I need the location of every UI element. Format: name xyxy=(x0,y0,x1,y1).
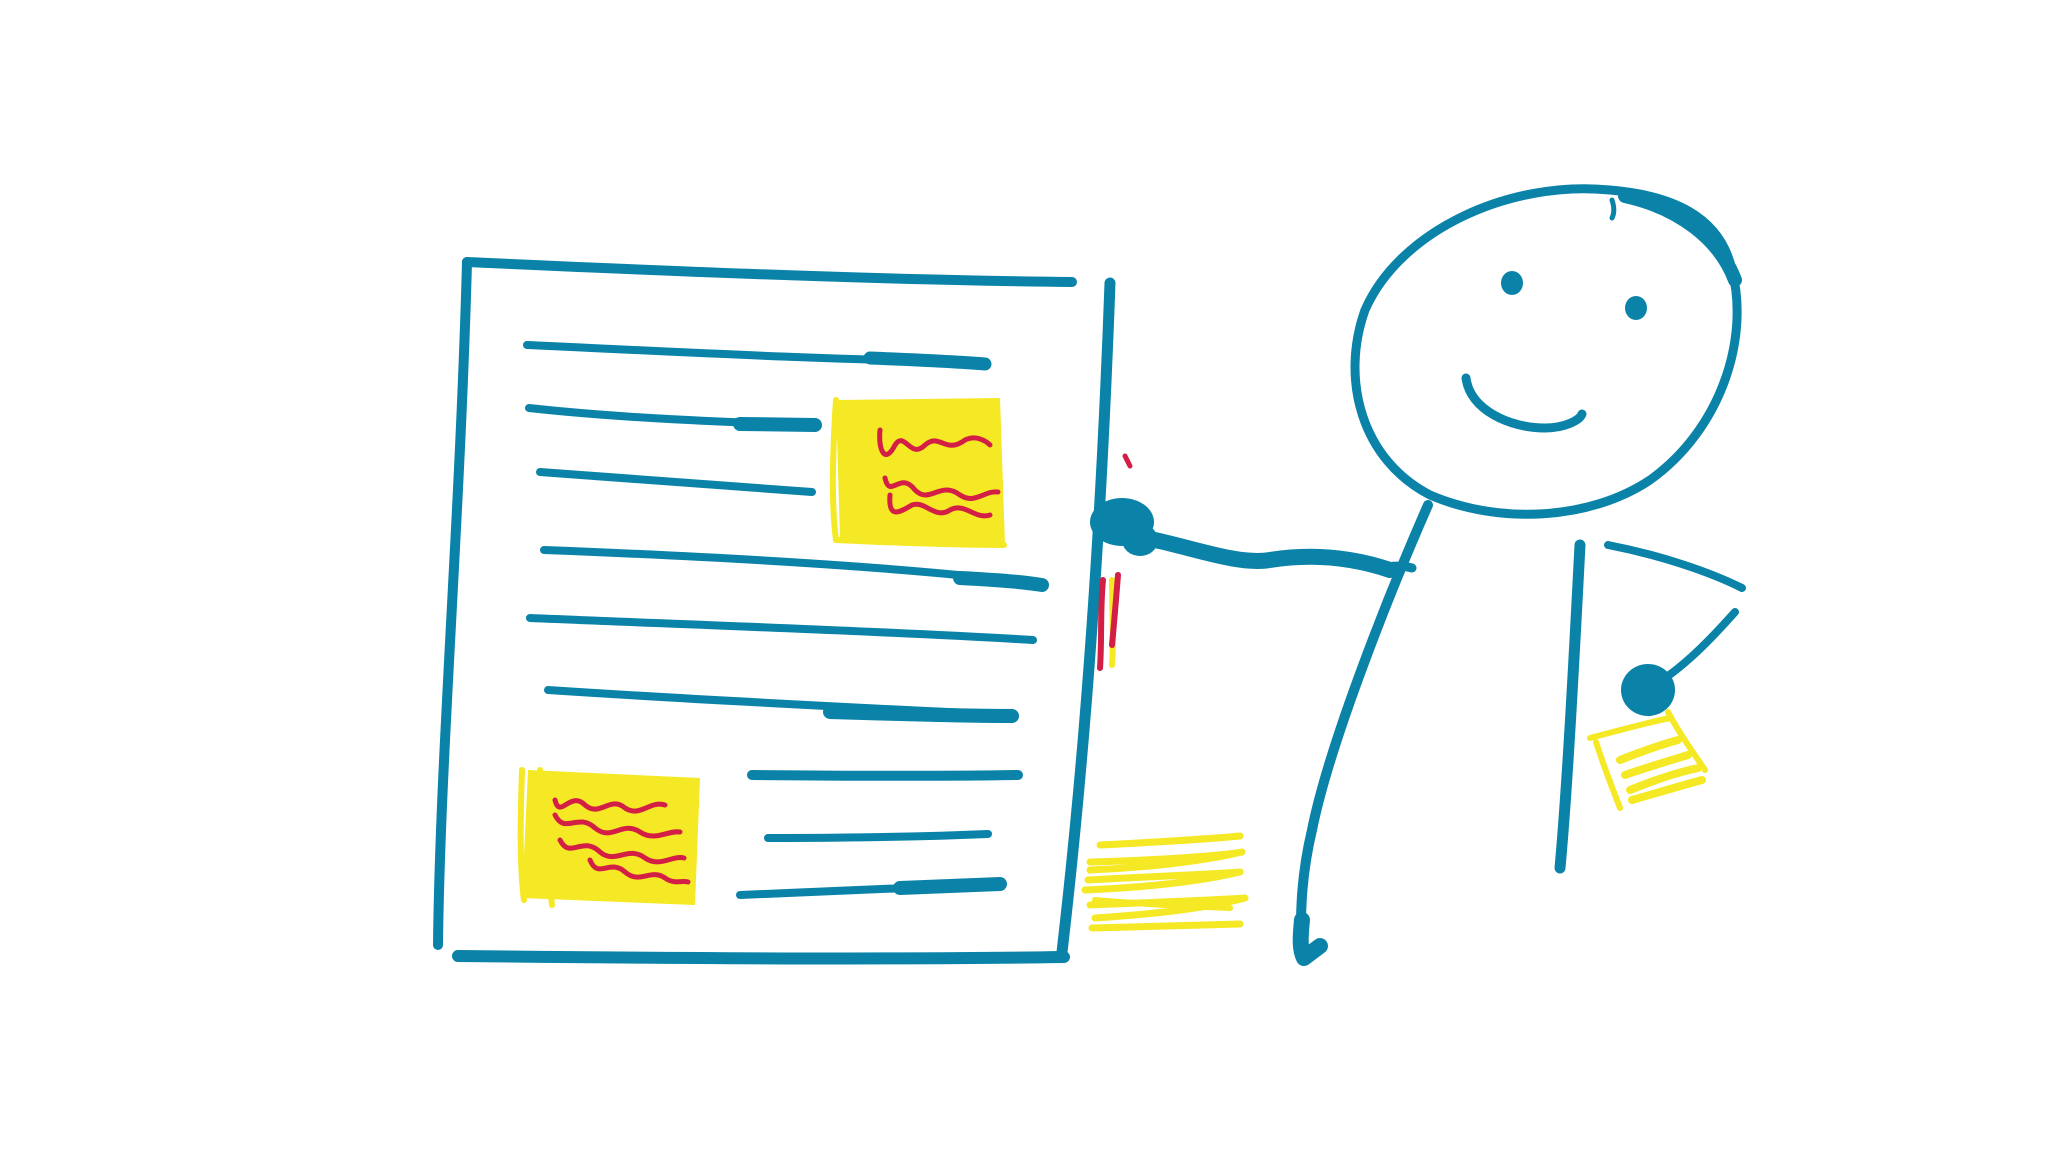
document-text-lines xyxy=(523,341,1049,899)
figure-arm-right xyxy=(1604,541,1746,592)
sticky-note-icon xyxy=(1081,832,1249,932)
document-frame-right xyxy=(1056,277,1116,958)
sticky-note-icon xyxy=(517,767,700,908)
document-frame-left xyxy=(433,257,472,950)
document-icon xyxy=(433,257,1116,965)
figure-body-right xyxy=(1554,539,1586,874)
figure-eye-left xyxy=(1501,271,1523,295)
document-frame xyxy=(462,257,1077,287)
figure-head xyxy=(1350,184,1742,519)
figure-hand-right xyxy=(1621,664,1675,716)
sticky-note-icon xyxy=(1587,709,1708,811)
sticky-note-icon xyxy=(830,397,1007,548)
pen-icon xyxy=(1097,453,1133,671)
figure-body-left xyxy=(1296,500,1433,957)
figure-smile xyxy=(1461,373,1587,433)
document-frame-bottom xyxy=(452,950,1070,965)
sticky-note-top xyxy=(836,398,1005,545)
figure-arm-left xyxy=(1147,532,1398,578)
figure-eye-right xyxy=(1625,296,1647,320)
stick-figure-icon xyxy=(1090,184,1746,966)
